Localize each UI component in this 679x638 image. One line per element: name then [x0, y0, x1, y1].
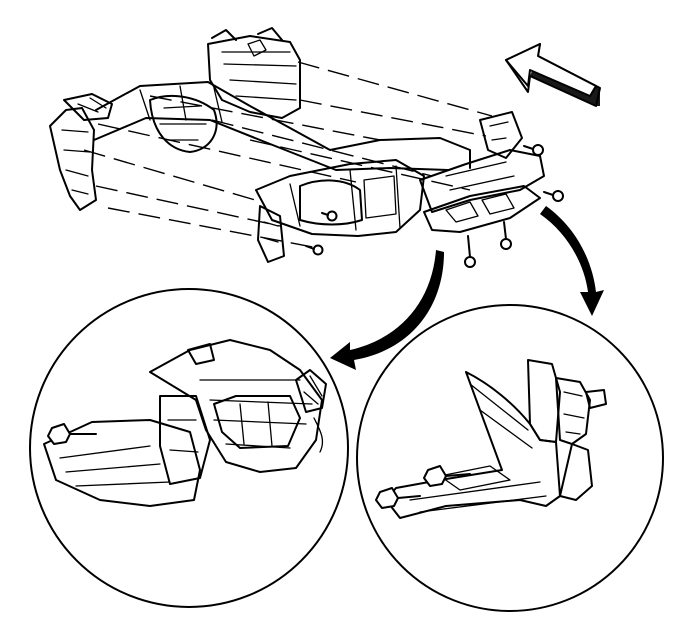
bolt-icon: [321, 210, 338, 222]
forward-direction-arrow: [505, 43, 601, 107]
bolt-icon: [47, 423, 97, 445]
center-frame: [255, 159, 425, 263]
bolt-icon: [543, 190, 564, 202]
left-end-bracket: [49, 93, 113, 211]
callout-arrow-right: [540, 206, 604, 316]
upper-bracket: [207, 27, 301, 119]
main-assembly: [49, 27, 564, 268]
bolt-icon: [500, 221, 512, 250]
cross-car-beam: [93, 81, 471, 171]
callout-arrow-left: [330, 250, 444, 370]
detail-left: [29, 288, 349, 608]
detail-right: [356, 304, 664, 612]
right-duct-section: [419, 111, 545, 233]
bolt-icon: [375, 487, 421, 509]
bolt-icon: [305, 244, 324, 256]
bolt-icon: [523, 144, 544, 156]
detail-right-parts: [385, 359, 607, 519]
bolt-icon: [464, 235, 476, 268]
fasteners: [305, 144, 564, 268]
alignment-lines: [83, 61, 493, 249]
detail-left-parts: [43, 339, 327, 507]
bolt-icon: [423, 465, 471, 487]
